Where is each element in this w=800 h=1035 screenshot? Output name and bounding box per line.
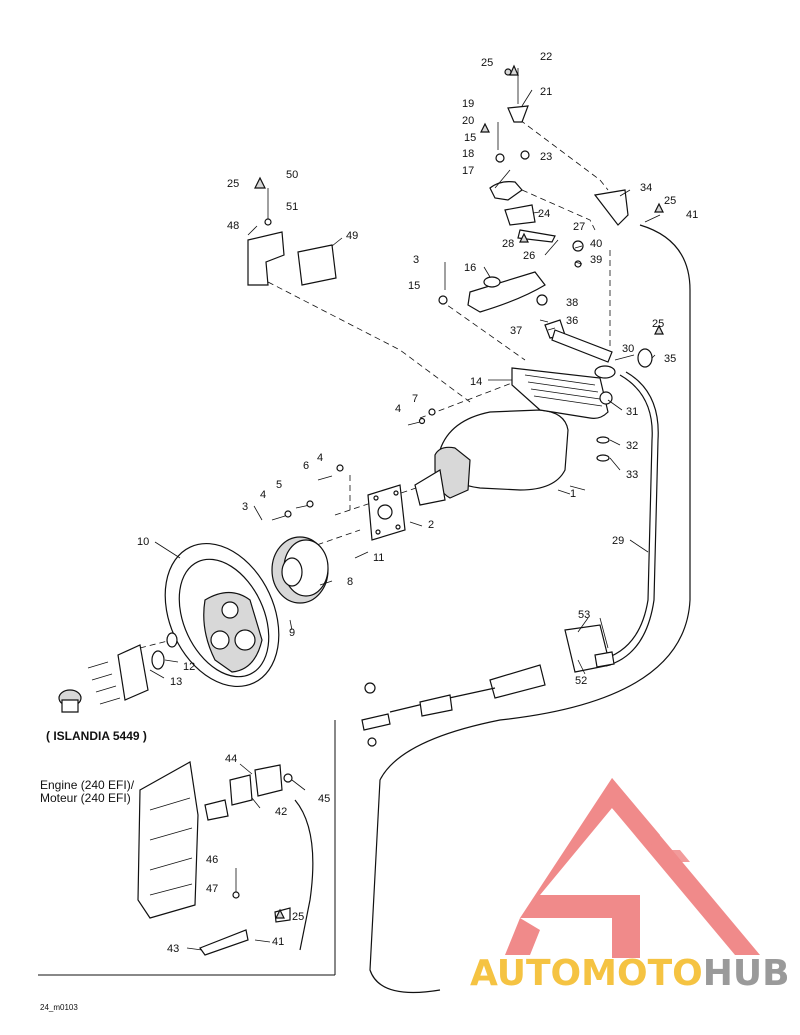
engine-label-fr: Moteur (240 EFI)	[40, 791, 131, 805]
steering-housing	[414, 409, 569, 506]
part-number-17: 17	[462, 165, 474, 177]
part-number-28: 28	[502, 238, 514, 250]
part-number-1: 1	[570, 488, 576, 500]
part-number-labels: 1 2 3 3 4 4 4 5 6 7 8 9 10 11 12 13 14 1…	[137, 51, 698, 955]
support-plate	[511, 367, 609, 419]
part-number-15b: 15	[464, 132, 476, 144]
part-number-38: 38	[566, 297, 578, 309]
part-number-41a: 41	[686, 209, 698, 221]
fasteners	[254, 64, 664, 919]
part-number-20: 20	[462, 115, 474, 127]
part-number-48: 48	[227, 220, 239, 232]
part-number-47: 47	[206, 883, 218, 895]
part-number-43: 43	[167, 943, 179, 955]
part-number-12: 12	[183, 661, 195, 673]
part-number-25b: 25	[227, 178, 239, 190]
part-number-8: 8	[347, 576, 353, 588]
part-number-21: 21	[540, 86, 552, 98]
part-number-7: 7	[412, 393, 418, 405]
part-number-50: 50	[286, 169, 298, 181]
engine-label-en: Engine (240 EFI)/	[40, 778, 135, 792]
part-number-10: 10	[137, 536, 149, 548]
watermark-hub: HUB	[703, 953, 790, 994]
part-number-27: 27	[573, 221, 585, 233]
steering-cover	[271, 536, 329, 604]
part-number-39: 39	[590, 254, 602, 266]
watermark-auto: AUTO	[470, 953, 581, 994]
part-number-23: 23	[540, 151, 552, 163]
part-number-40: 40	[590, 238, 602, 250]
part-number-42: 42	[275, 806, 287, 818]
part-number-5: 5	[276, 479, 282, 491]
figure-code: 24_m0103	[40, 1003, 78, 1012]
inset-engine	[137, 761, 293, 956]
part-number-35: 35	[664, 353, 676, 365]
part-number-25a: 25	[481, 57, 493, 69]
part-number-30: 30	[622, 343, 634, 355]
part-number-44: 44	[225, 753, 237, 765]
part-number-25d: 25	[652, 318, 664, 330]
part-number-3a: 3	[242, 501, 248, 513]
leader-lines	[149, 89, 661, 951]
steering-flange	[367, 484, 406, 541]
part-number-3b: 3	[413, 254, 419, 266]
part-number-2: 2	[428, 519, 434, 531]
part-number-24: 24	[538, 208, 550, 220]
part-number-25e: 25	[292, 911, 304, 923]
part-number-22: 22	[540, 51, 552, 63]
part-number-49: 49	[346, 230, 358, 242]
part-number-14: 14	[470, 376, 482, 388]
part-number-36: 36	[566, 315, 578, 327]
part-number-25c: 25	[664, 195, 676, 207]
part-number-13: 13	[170, 676, 182, 688]
part-number-15a: 15	[408, 280, 420, 292]
part-number-11: 11	[373, 552, 384, 564]
part-number-18: 18	[462, 148, 474, 160]
part-number-19: 19	[462, 98, 474, 110]
part-number-45: 45	[318, 793, 330, 805]
part-number-16: 16	[464, 262, 476, 274]
part-number-4b: 4	[317, 452, 323, 464]
part-number-37: 37	[510, 325, 522, 337]
part-number-31: 31	[626, 406, 638, 418]
part-number-51: 51	[286, 201, 298, 213]
steering-wheel	[164, 542, 280, 688]
part-number-32: 32	[626, 440, 638, 452]
part-number-41b: 41	[272, 936, 284, 948]
part-number-4a: 4	[260, 489, 266, 501]
part-number-46: 46	[206, 854, 218, 866]
part-number-52: 52	[575, 675, 587, 687]
cable-assembly	[361, 624, 615, 747]
steering-hub	[58, 632, 178, 713]
part-number-9: 9	[289, 627, 295, 639]
part-number-34: 34	[640, 182, 652, 194]
watermark-logo: AUTOMOTOHUB	[470, 778, 790, 994]
upper-linkage	[438, 68, 584, 313]
part-number-53: 53	[578, 609, 590, 621]
part-number-4c: 4	[395, 403, 401, 415]
mounting-bracket	[247, 188, 337, 286]
rod-linkage	[544, 189, 653, 462]
part-number-6: 6	[303, 460, 309, 472]
steering-cable	[294, 224, 691, 993]
part-number-33: 33	[626, 469, 638, 481]
part-number-26: 26	[523, 250, 535, 262]
watermark-text: AUTOMOTOHUB	[470, 953, 790, 994]
watermark-moto: MOTO	[581, 953, 703, 994]
part-number-29: 29	[612, 535, 624, 547]
inset-title: ( ISLANDIA 5449 )	[46, 729, 147, 743]
